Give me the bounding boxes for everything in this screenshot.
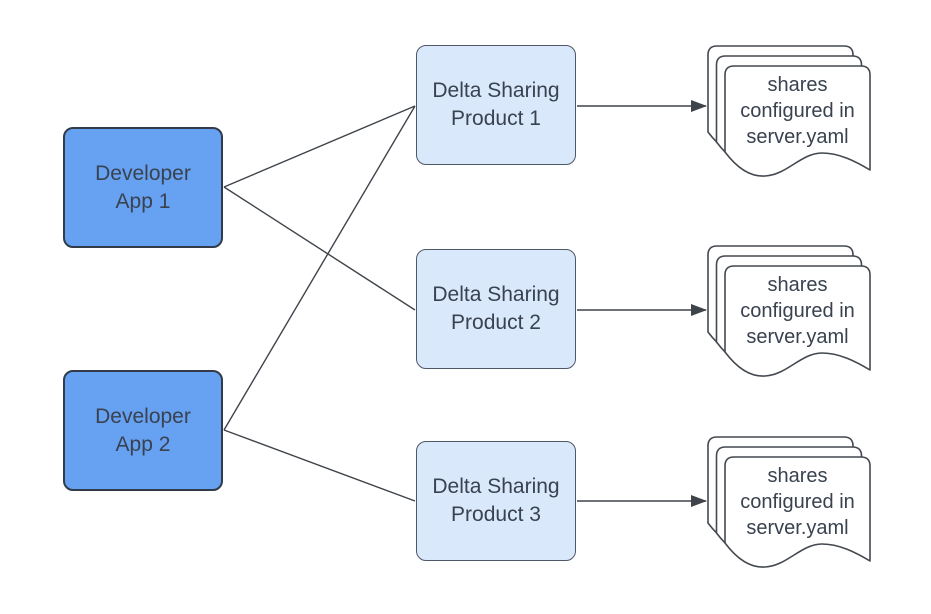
edge-developer-app-1-to-product-1 bbox=[223, 105, 416, 188]
delta-sharing-product-1-node: Delta Sharing Product 1 bbox=[416, 45, 576, 165]
delta-sharing-product-2-node: Delta Sharing Product 2 bbox=[416, 249, 576, 369]
delta-sharing-product-1-label: Delta Sharing Product 1 bbox=[432, 79, 560, 130]
arrow-lines bbox=[577, 100, 707, 507]
edge-developer-app-2-to-product-1 bbox=[223, 105, 416, 431]
developer-app-2-label: Developer App 2 bbox=[95, 404, 191, 456]
doc-stack-1-label: shares configured in server.yaml bbox=[740, 74, 855, 148]
delta-sharing-product-3-label: Delta Sharing Product 3 bbox=[432, 475, 560, 526]
developer-app-1-label: Developer App 1 bbox=[95, 161, 191, 213]
connector-lines bbox=[223, 105, 416, 502]
doc-stack-3-label: shares configured in server.yaml bbox=[740, 465, 855, 539]
doc-stack-2-label: shares configured in server.yaml bbox=[740, 274, 855, 348]
developer-app-1-node: Developer App 1 bbox=[63, 127, 223, 248]
developer-app-2-node: Developer App 2 bbox=[63, 370, 223, 491]
edge-developer-app-1-to-product-2 bbox=[223, 186, 416, 311]
delta-sharing-product-2-label: Delta Sharing Product 2 bbox=[432, 283, 560, 334]
edge-developer-app-2-to-product-3 bbox=[223, 429, 416, 502]
delta-sharing-product-3-node: Delta Sharing Product 3 bbox=[416, 441, 576, 561]
